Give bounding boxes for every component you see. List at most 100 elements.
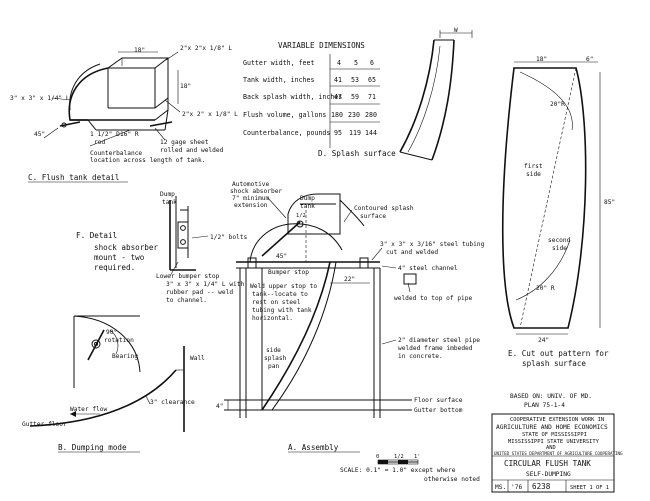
b-bearing: Bearing bbox=[112, 353, 138, 360]
splash-surface-view bbox=[399, 30, 473, 161]
a-pipe-3: in concrete. bbox=[398, 353, 443, 360]
c-cb-1: Counterbalance bbox=[90, 150, 142, 157]
c-angle-mid: 2"x 2" x 1/8" L bbox=[182, 111, 238, 118]
a-pipe-weld: welded to top of pipe bbox=[394, 295, 473, 302]
c-dim-18-top: 18" bbox=[134, 47, 145, 54]
c-cb-2: location across length of tank. bbox=[90, 157, 205, 164]
title-block bbox=[491, 413, 615, 493]
c-angle-top: 2"x 2"x 1/8" L bbox=[180, 45, 232, 52]
tb-line-1: COOPERATIVE EXTENSION WORK IN bbox=[510, 417, 604, 423]
f-lower-bumper-3: rubber pad -- weld bbox=[166, 289, 233, 296]
scale-bar-0: 0 bbox=[376, 454, 379, 460]
a-contoured-2: surface bbox=[360, 213, 386, 220]
b-90-2: rotation bbox=[104, 337, 134, 344]
e-r20-top: 20"R bbox=[550, 101, 565, 108]
c-rod-1: 1 1/2" D. bbox=[90, 131, 124, 138]
f-lower-bumper-2: 3" x 3" x 1/4" L with bbox=[166, 281, 245, 288]
svg-text:65: 65 bbox=[368, 76, 376, 84]
dim-row: Gutter width, feet 4 5 6 bbox=[243, 59, 374, 67]
a-bumper-stop: Bumper stop bbox=[268, 269, 309, 276]
dimensions-table: VARIABLE DIMENSIONS Gutter width, feet 4… bbox=[243, 41, 380, 148]
dim-row: Counterbalance, pounds 95 119 144 bbox=[243, 129, 377, 137]
a-half: 1/2 bbox=[296, 213, 306, 219]
tb-line-5: AND bbox=[546, 445, 556, 451]
dim-row: Tank width, inches 41 53 65 bbox=[243, 76, 376, 84]
tb-title-2: SELF-DUMPING bbox=[526, 471, 571, 478]
caption-e-1: E. Cut out pattern for bbox=[508, 349, 609, 358]
c-r16: 16" R bbox=[120, 131, 139, 138]
a-tubing-2: cut and welded bbox=[386, 249, 438, 256]
scale-bar-2: 1' bbox=[414, 454, 421, 460]
svg-text:5: 5 bbox=[354, 59, 358, 67]
dim-row: Back splash width, inches 47 59 71 bbox=[243, 93, 376, 101]
b-gutter-floor: Gutter floor bbox=[22, 421, 67, 428]
cut-out-pattern bbox=[501, 61, 601, 335]
a-dim-45: 45" bbox=[276, 253, 287, 260]
e-first-1: first bbox=[524, 163, 543, 170]
a-channel: 4" steel channel bbox=[398, 265, 458, 272]
tb-line-4: MISSISSIPPI STATE UNIVERSITY bbox=[508, 439, 600, 445]
a-dim-22: 22" bbox=[344, 276, 355, 283]
scale-bar-1: 1/2 bbox=[394, 454, 404, 460]
tb-line-3: STATE OF MISSISSIPPI bbox=[522, 432, 587, 438]
tb-line-6: UNITED STATES DEPARTMENT OF AGRICULTURE … bbox=[494, 451, 623, 456]
e-first-2: side bbox=[526, 171, 541, 178]
dimensions-table-title: VARIABLE DIMENSIONS bbox=[278, 41, 365, 50]
flush-tank-detail bbox=[43, 51, 181, 147]
c-gage-1: 12 gage sheet bbox=[160, 139, 209, 146]
a-tubing-1: 3" x 3" x 3/16" steel tubing bbox=[380, 241, 485, 248]
f-lower-bumper-4: to channel. bbox=[166, 297, 207, 304]
b-wall: Wall bbox=[190, 355, 205, 362]
svg-text:119: 119 bbox=[349, 129, 361, 137]
svg-text:144: 144 bbox=[365, 129, 377, 137]
scale-text-1: SCALE: 0.1" = 1.0" except where bbox=[340, 467, 456, 474]
svg-text:Counterbalance, pounds: Counterbalance, pounds bbox=[243, 129, 330, 137]
e-dim-18: 18" bbox=[536, 56, 547, 63]
a-auto-4: extension bbox=[234, 202, 268, 209]
dim-row: Flush volume, gallons 180 230 280 bbox=[243, 111, 377, 119]
svg-text:47: 47 bbox=[334, 93, 342, 101]
scale-bar bbox=[377, 459, 419, 465]
a-weld-2: tank--locate to bbox=[252, 291, 308, 298]
caption-f-1: F. Detail bbox=[76, 231, 117, 240]
caption-e-2: splash surface bbox=[522, 359, 586, 368]
caption-d: D. Splash surface bbox=[318, 149, 396, 158]
e-dim-85: 85" bbox=[604, 199, 615, 206]
caption-b: B. Dumping mode bbox=[58, 443, 127, 452]
svg-text:53: 53 bbox=[351, 76, 359, 84]
caption-f-2: shock absorber bbox=[94, 243, 158, 252]
b-clearance: 3" clearance bbox=[150, 399, 195, 406]
a-auto-2: shock absorber bbox=[230, 188, 282, 195]
svg-text:95: 95 bbox=[334, 129, 342, 137]
a-weld-4: tubing with tank bbox=[252, 307, 312, 314]
assembly-view bbox=[224, 193, 417, 418]
svg-text:71: 71 bbox=[368, 93, 376, 101]
c-dim-18-side: 18" bbox=[180, 83, 191, 90]
d-w: W bbox=[454, 27, 458, 34]
tb-field-year: '76 bbox=[511, 484, 522, 491]
shock-absorber-detail bbox=[169, 196, 209, 277]
tb-field-ms: MS. bbox=[495, 484, 506, 491]
a-auto-1: Automotive bbox=[232, 181, 270, 188]
caption-f-3: mount - two bbox=[94, 253, 145, 262]
a-pipe-1: 2" diameter steel pipe bbox=[398, 337, 480, 344]
e-second-2: side bbox=[552, 245, 567, 252]
f-dump-1: Dump bbox=[160, 191, 175, 198]
tb-field-sheet: SHEET 1 OF 1 bbox=[570, 485, 609, 491]
e-r20-bottom: 20" R bbox=[536, 285, 555, 292]
a-side-2: splash bbox=[264, 355, 287, 362]
svg-text:6: 6 bbox=[370, 59, 374, 67]
scale-text-2: otherwise noted bbox=[424, 476, 480, 483]
b-90-1: 90° bbox=[106, 328, 117, 336]
svg-text:280: 280 bbox=[365, 111, 377, 119]
f-dump-2: tank bbox=[162, 199, 177, 206]
dumping-mode-view bbox=[29, 315, 185, 432]
c-angle-left: 3" x 3" x 1/4" L bbox=[10, 95, 70, 102]
tb-line-2: AGRICULTURE AND HOME ECONOMICS bbox=[496, 424, 608, 431]
a-contoured-1: Contoured splash bbox=[354, 205, 414, 212]
e-dim-24: 24" bbox=[538, 337, 549, 344]
a-weld-5: horizontal. bbox=[252, 315, 293, 322]
svg-text:Flush volume, gallons: Flush volume, gallons bbox=[243, 111, 326, 119]
a-side-3: pan bbox=[268, 363, 279, 370]
